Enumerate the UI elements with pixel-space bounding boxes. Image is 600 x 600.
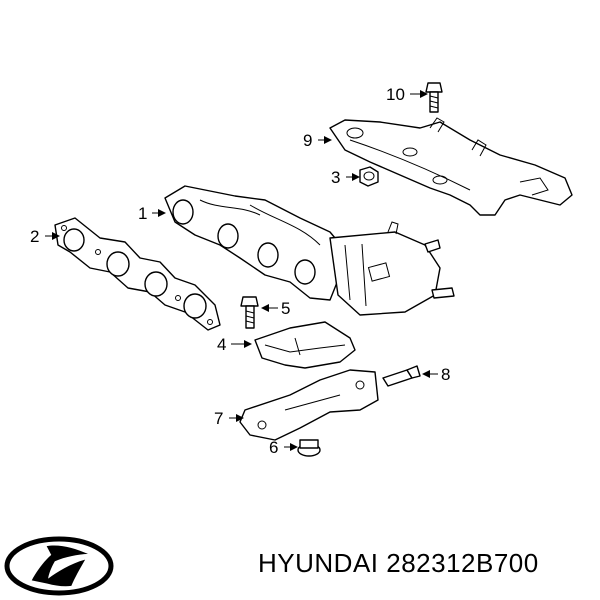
callout-6: 6	[269, 438, 278, 457]
part-2-manifold-gasket	[54, 217, 221, 331]
leader-lines	[45, 90, 438, 451]
part-number-caption: HYUNDAI 282312B700	[258, 548, 539, 578]
callout-2: 2	[30, 227, 39, 246]
part-9-heat-shield	[329, 117, 573, 216]
part-8-bolt	[382, 365, 421, 387]
callout-10: 10	[386, 85, 405, 104]
callout-3: 3	[331, 168, 340, 187]
callout-9: 9	[303, 131, 312, 150]
part-1-exhaust-manifold	[164, 185, 455, 316]
part-6-flange-nut	[297, 439, 321, 457]
callout-7: 7	[214, 409, 223, 428]
callout-4: 4	[217, 335, 226, 354]
part-4-lower-shield	[254, 321, 356, 369]
callout-labels: 10 9 3 1 2 5 4 8 7 6	[30, 85, 450, 457]
callout-5: 5	[281, 299, 290, 318]
part-10-bolt	[425, 82, 443, 113]
part-3-nut	[359, 166, 379, 187]
part-7-bracket	[239, 369, 379, 441]
part-5-bolt	[240, 296, 259, 329]
hyundai-logo	[4, 536, 114, 596]
callout-1: 1	[138, 204, 147, 223]
callout-8: 8	[441, 365, 450, 384]
